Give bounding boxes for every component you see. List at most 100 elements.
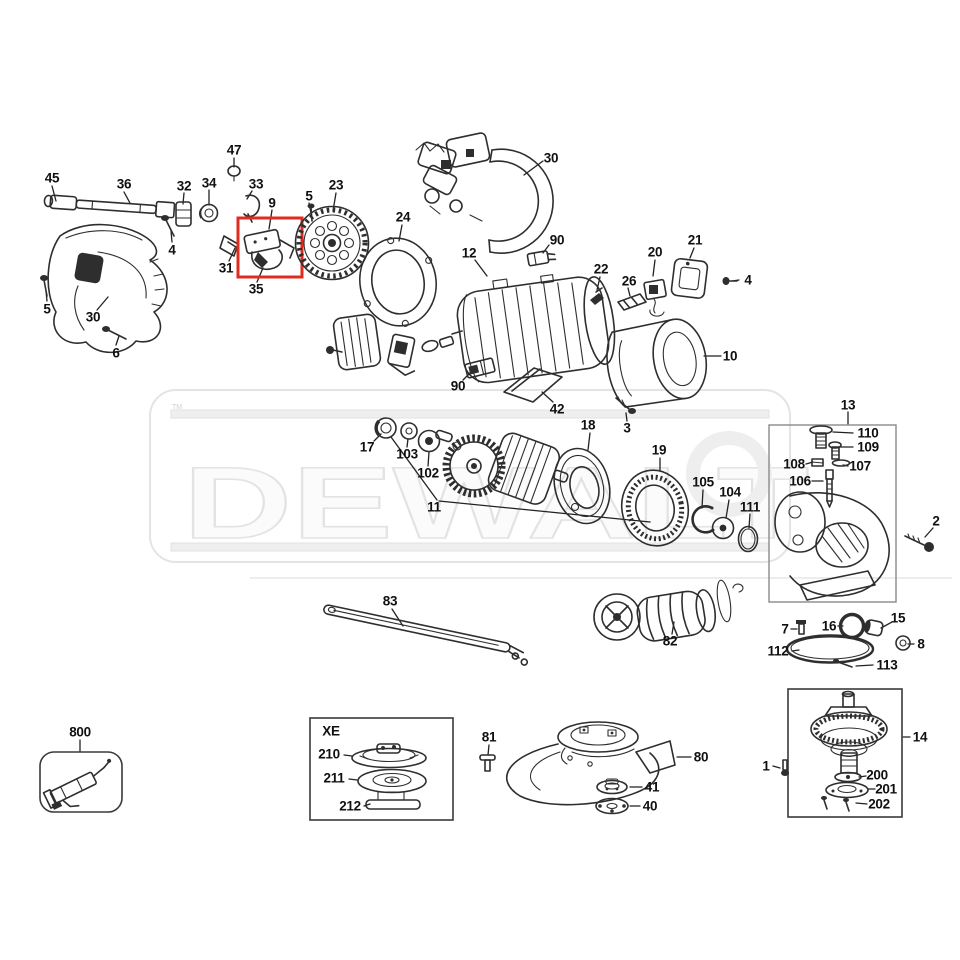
field-bolt — [326, 346, 343, 354]
plate-26 — [617, 293, 647, 311]
part-label-30-top: 30 — [543, 150, 559, 166]
highlight-box — [236, 216, 304, 279]
part-label-201: 201 — [875, 781, 897, 797]
brush-20 — [643, 278, 667, 317]
part-label-211: 211 — [323, 770, 345, 786]
part-label-800: 800 — [69, 724, 91, 740]
connector-90-mid — [464, 357, 496, 379]
screw-4-left — [161, 215, 175, 237]
part-label-xe: XE — [322, 723, 340, 739]
part-label-22: 22 — [593, 261, 609, 277]
part-label-40: 40 — [642, 798, 658, 814]
part-label-15: 15 — [890, 610, 906, 626]
part-label-1: 1 — [762, 758, 770, 774]
fan-disc-23 — [294, 205, 370, 281]
knob-34 — [198, 203, 219, 223]
ring-17 — [374, 417, 397, 439]
part-label-7: 7 — [781, 621, 789, 637]
screw-3 — [615, 396, 636, 414]
part-label-12: 12 — [461, 245, 477, 261]
part-label-2: 2 — [932, 513, 940, 529]
part-label-13: 13 — [840, 397, 856, 413]
part-label-106: 106 — [789, 473, 811, 489]
flange-40 — [595, 797, 629, 815]
part-label-8: 8 — [917, 636, 925, 652]
part-label-103: 103 — [396, 446, 418, 462]
parts-box-13 — [768, 424, 897, 603]
part-label-20: 20 — [647, 244, 663, 260]
part-label-4-right: 4 — [744, 272, 752, 288]
part-label-82: 82 — [662, 633, 678, 649]
part-label-34: 34 — [201, 175, 217, 191]
part-label-47: 47 — [226, 142, 242, 158]
part-label-90-top: 90 — [549, 232, 565, 248]
washer-103 — [400, 422, 418, 440]
part-label-33: 33 — [248, 176, 264, 192]
switch-35 — [243, 228, 295, 270]
washer-107 — [831, 459, 851, 467]
part-label-110: 110 — [857, 425, 879, 441]
part-label-14: 14 — [912, 729, 928, 745]
guard-80 — [506, 721, 676, 806]
part-label-35: 35 — [248, 281, 264, 297]
connector-90-top — [526, 250, 557, 267]
screw-106 — [825, 469, 834, 508]
rotor-cage-12 — [456, 274, 616, 384]
pin-7 — [796, 620, 806, 635]
o-ring-111 — [737, 525, 759, 553]
screw-81 — [479, 754, 496, 772]
part-label-109: 109 — [857, 439, 879, 455]
baffle-ring-24 — [359, 237, 437, 327]
part-label-104: 104 — [719, 484, 741, 500]
part-label-80: 80 — [693, 749, 709, 765]
part-label-36: 36 — [116, 176, 132, 192]
part-label-113: 113 — [876, 657, 898, 673]
washer-200 — [834, 771, 862, 783]
screw-5-left — [40, 275, 48, 297]
part-label-21: 21 — [687, 232, 703, 248]
part-label-202: 202 — [868, 796, 890, 812]
part-label-3: 3 — [623, 420, 631, 436]
box-14 — [787, 688, 903, 818]
part-label-212: 212 — [339, 798, 361, 814]
part-label-112: 112 — [767, 643, 789, 659]
motor-housing-30-top — [415, 132, 554, 254]
part-label-42: 42 — [549, 401, 565, 417]
box-xe — [309, 717, 454, 821]
screw-113 — [833, 658, 853, 668]
part-label-23: 23 — [328, 177, 344, 193]
part-label-24: 24 — [395, 209, 411, 225]
part-label-200: 200 — [866, 767, 888, 783]
part-label-17: 17 — [359, 439, 375, 455]
flange-210 — [351, 743, 427, 769]
lever-31 — [219, 235, 239, 257]
part-label-102: 102 — [417, 465, 439, 481]
part-label-83: 83 — [382, 593, 398, 609]
part-label-4-left: 4 — [168, 242, 176, 258]
part-label-111: 111 — [739, 499, 761, 515]
spindle-assembly-14 — [810, 690, 888, 774]
part-label-90-mid: 90 — [450, 378, 466, 394]
screw-4-right — [722, 277, 738, 285]
screw-2 — [904, 533, 934, 552]
terminal-22 — [590, 287, 604, 305]
wrench-83 — [323, 604, 529, 666]
screws-202 — [821, 796, 850, 812]
screw-110 — [809, 425, 833, 449]
ring-47 — [227, 165, 241, 182]
part-label-9: 9 — [268, 195, 276, 211]
nut-8 — [895, 635, 911, 651]
part-label-5-left: 5 — [43, 301, 51, 317]
part-label-16: 16 — [821, 618, 837, 634]
brush-block — [387, 333, 416, 376]
watermark-tm: TM — [172, 404, 182, 411]
handle-housing-30-left — [47, 223, 168, 354]
dewalt-watermark: TM DEWALT — [149, 389, 952, 579]
part-label-18: 18 — [580, 417, 596, 433]
part-label-108: 108 — [783, 456, 805, 472]
flange-41 — [596, 778, 628, 795]
washer-104 — [711, 516, 735, 540]
part-label-45: 45 — [44, 170, 60, 186]
bearing-19 — [620, 469, 690, 547]
